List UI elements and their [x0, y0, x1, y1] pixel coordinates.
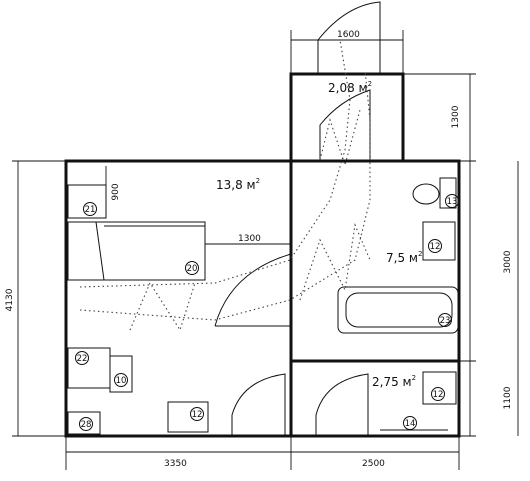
dim-bottom-right: 2500: [362, 459, 385, 469]
dim-top-door: 1600: [337, 30, 360, 40]
marker-28: 28: [81, 420, 92, 430]
sink-main: [167, 401, 209, 433]
marker-20: 20: [187, 264, 198, 274]
marker-22-circle: [75, 351, 89, 365]
marker-23: 23: [440, 316, 451, 326]
area-main-room: 13,8 м2: [216, 177, 260, 192]
bathtub-inner: [345, 292, 453, 328]
movement-path: [79, 39, 371, 332]
room-door-arc: [214, 253, 292, 327]
path-line-3: [129, 281, 196, 332]
bottom-door-left: [231, 373, 286, 436]
toilet-bowl: [412, 183, 440, 205]
bathtub: [337, 286, 459, 334]
marker-21-circle: [83, 202, 97, 216]
marker-10: 10: [116, 376, 127, 386]
bottom-door-right: [315, 373, 369, 436]
sink-small: [422, 371, 457, 405]
marker-12c: 12: [433, 390, 444, 400]
marker-13-circle: [445, 194, 459, 208]
area-bath: 7,5 м2: [386, 250, 422, 265]
marker-12b: 12: [430, 242, 441, 252]
bed: [67, 221, 206, 281]
path-line-4: [299, 223, 371, 301]
dim-bed-side: 900: [111, 183, 121, 200]
furniture: [67, 177, 459, 435]
marker-14: 14: [405, 419, 416, 429]
dim-bed-width: 1300: [238, 234, 261, 244]
doors: [214, 1, 381, 436]
walls: [64, 72, 461, 438]
chair: [109, 355, 133, 393]
path-line-5: [319, 109, 361, 167]
dimensions: 1600 1300 3000 1100 4130 3350 2500 1300 …: [5, 30, 519, 470]
marker-28-circle: [79, 417, 93, 431]
marker-12b-circle: [428, 239, 442, 253]
dim-right-bottom: 1100: [503, 386, 513, 409]
sink-bath: [422, 221, 456, 261]
desk: [67, 347, 111, 389]
marker-21: 21: [85, 205, 96, 215]
marker-10-circle: [114, 373, 128, 387]
dim-right-mid: 3000: [503, 250, 513, 273]
area-vestibule: 2,08 м2: [328, 80, 372, 95]
marker-12a: 12: [192, 410, 203, 420]
area-small-bottom: 2,75 м2: [372, 374, 416, 389]
dim-left-height: 4130: [5, 288, 15, 311]
area-labels: 13,8 м2 7,5 м2 2,08 м2 2,75 м2: [216, 80, 422, 389]
entrance-door: [317, 1, 381, 74]
marker-23-circle: [438, 313, 452, 327]
toilet-tank: [439, 177, 457, 209]
marker-20-circle: [185, 261, 199, 275]
marker-12a-circle: [190, 407, 204, 421]
marker-22: 22: [77, 354, 88, 364]
marker-12c-circle: [431, 387, 445, 401]
outer-wall: [64, 159, 461, 438]
marker-14-circle: [403, 416, 417, 430]
vestibule-wall: [289, 72, 405, 163]
vestibule-door: [319, 89, 371, 161]
cabinet: [67, 411, 101, 435]
dim-right-top: 1300: [451, 105, 461, 128]
path-line-1: [79, 39, 351, 288]
markers: 21 20 22 10 28 12 13 12 23 12 14: [75, 194, 459, 431]
bed-pillow-line: [95, 221, 105, 281]
path-line-2: [79, 69, 371, 321]
marker-13: 13: [447, 197, 458, 207]
dim-bottom-left: 3350: [164, 459, 187, 469]
